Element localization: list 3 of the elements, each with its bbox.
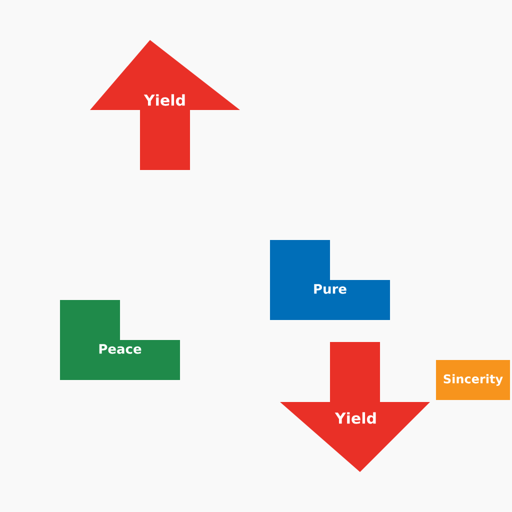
l-shaped-block: Pure bbox=[270, 240, 390, 320]
l-shaped-block: Peace bbox=[60, 300, 180, 380]
label-box: Sincerity bbox=[436, 360, 510, 400]
